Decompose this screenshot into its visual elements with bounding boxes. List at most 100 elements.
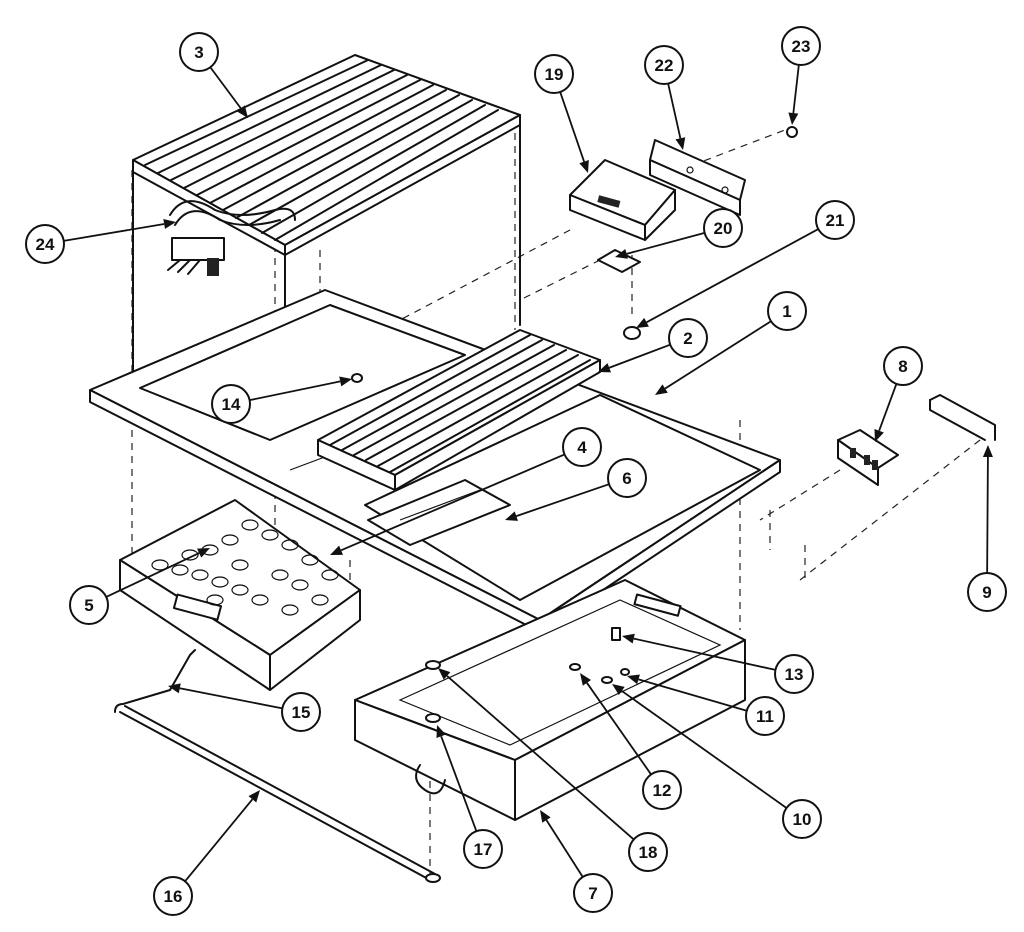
screw-23 [786,126,798,138]
callout-number: 8 [898,357,907,376]
nut-21 [623,326,641,340]
callout-circle [644,45,684,85]
leader-line-9 [986,456,989,574]
leader-arrowhead-12 [580,673,591,686]
callout-14: 14 [211,384,251,424]
support-rods [114,649,441,883]
grill-grate-assembly [132,54,521,401]
leader-arrowhead-2 [598,363,611,373]
callout-number: 1 [782,302,791,321]
callout-9: 9 [967,572,1007,612]
callout-24: 24 [25,224,65,264]
callout-18: 18 [628,832,668,872]
leader-arrowhead-9 [982,445,993,458]
drip-pan-assembly [354,579,746,821]
callout-number: 17 [474,840,493,859]
leader-arrowhead-13 [622,633,635,644]
callout-15: 15 [281,692,321,732]
callout-circle [967,572,1007,612]
leader-line-19 [559,91,585,162]
callout-number: 6 [622,469,631,488]
leader-line-17 [440,735,478,832]
leader-line-15 [179,687,283,710]
leader-line-14 [249,380,341,402]
callout-number: 21 [826,211,845,230]
callout-21: 21 [815,200,855,240]
callout-number: 9 [982,583,991,602]
leader-arrowhead-8 [874,429,884,442]
grate-bars [144,59,499,241]
callout-5: 5 [69,585,109,625]
callout-number: 10 [793,810,812,829]
callout-leaders [63,64,993,882]
callout-circle [782,799,822,839]
burner-channel [367,479,511,546]
leader-arrowhead-20 [615,249,628,259]
leader-arrowhead-7 [540,810,551,823]
leader-arrowhead-10 [612,684,625,696]
leader-line-13 [633,637,776,671]
callout-circle [781,26,821,66]
callout-8: 8 [883,346,923,386]
callout-22: 22 [644,45,684,85]
callout-20: 20 [703,208,743,248]
leader-arrowhead-6 [505,511,518,521]
leader-line-2 [608,343,671,369]
leader-arrowhead-1 [655,384,668,395]
callout-number: 7 [588,884,597,903]
center-burner-grate [317,329,601,491]
callout-circle [179,32,219,72]
callout-circle [703,208,743,248]
leader-line-11 [638,678,748,712]
leader-line-16 [184,798,254,882]
callout-number: 12 [653,781,672,800]
lava-rocks [151,519,339,616]
callout-circle [607,458,647,498]
callout-circle [883,346,923,386]
callout-23: 23 [781,26,821,66]
callout-number: 14 [222,395,241,414]
leader-line-23 [792,64,800,114]
callout-circle [211,384,251,424]
leader-line-4 [340,453,565,552]
callout-number: 16 [164,887,183,906]
control-housing [569,159,676,273]
callout-7: 7 [573,873,613,913]
callout-circle [767,291,807,331]
callout-12: 12 [642,770,682,810]
leader-arrowhead-24 [163,219,176,229]
leader-line-1 [664,320,772,390]
leader-line-7 [545,819,584,878]
leader-line-21 [646,228,819,324]
leader-arrowhead-16 [248,790,260,803]
callout-13: 13 [774,654,814,694]
leader-line-10 [621,690,788,809]
leader-arrowhead-14 [339,376,352,387]
callout-circle [153,876,193,916]
callout-number: 20 [714,219,733,238]
leader-line-24 [63,223,165,242]
callout-number: 23 [792,37,811,56]
callout-circle [668,318,708,358]
callout-16: 16 [153,876,193,916]
callout-number: 5 [84,596,93,615]
callout-circle [69,585,109,625]
leader-arrowhead-5 [197,548,210,558]
callout-circle [745,696,785,736]
callout-circle [562,427,602,467]
leader-line-12 [586,682,652,775]
callout-circle [774,654,814,694]
leader-line-18 [446,675,635,841]
callout-number: 22 [655,56,674,75]
leader-arrowhead-3 [236,105,248,118]
callout-3: 3 [179,32,219,72]
callout-17: 17 [463,829,503,869]
leader-line-20 [626,232,705,255]
callout-number: 18 [639,843,658,862]
callout-number: 3 [194,43,203,62]
callout-circle [463,829,503,869]
callout-number: 24 [36,235,55,254]
leader-line-6 [516,483,610,517]
